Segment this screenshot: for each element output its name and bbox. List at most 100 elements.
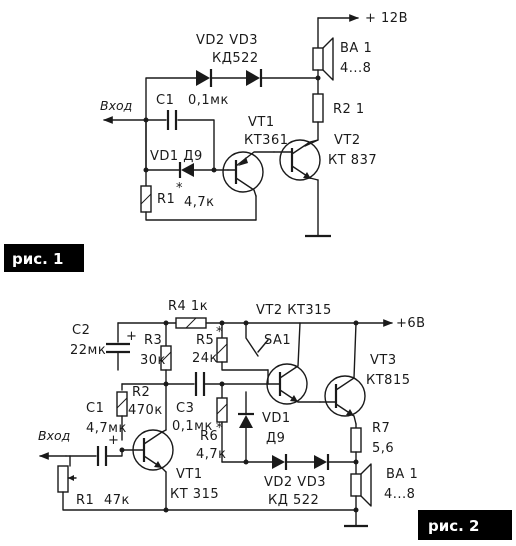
fig2-supply-label: +6В: [396, 316, 426, 331]
fig2-r7-value: 5,6: [372, 441, 394, 456]
fig2-c3-name: С3: [176, 401, 194, 416]
fig2-transistor-vt2: [266, 322, 321, 405]
fig2-junction: [243, 459, 249, 465]
fig2-resistor-r7: [350, 427, 362, 453]
fig1-r2-label: R2 1: [333, 102, 365, 117]
fig1-c1-value: 0,1мк: [188, 93, 229, 108]
figure-2-circuit: R4 1к VT2 КТ315 +6В + С2 22мк R3 30к R5 …: [38, 299, 512, 540]
fig2-c1-name: С1: [86, 401, 104, 416]
fig1-wire-c1-base: [177, 119, 215, 171]
fig2-switch-sa1[interactable]: [245, 322, 269, 357]
fig1-speaker-value: 4...8: [340, 61, 371, 76]
fig2-capacitor-c1: [96, 446, 108, 466]
fig1-wire-r1-bottom: [145, 211, 257, 221]
fig2-vt2-label: VT2 КТ315: [256, 303, 332, 318]
fig1-supply-label: + 12В: [365, 11, 408, 26]
fig2-r6-value: 4,7к: [196, 447, 227, 462]
fig2-speaker-value: 4...8: [384, 487, 415, 502]
fig2-c1-plus: +: [108, 433, 119, 448]
fig1-diode-vd1: [178, 162, 194, 178]
fig2-potentiometer-r1[interactable]: [57, 465, 77, 493]
fig2-wire-c1-right: [105, 449, 123, 457]
fig1-diode-names: VD2 VD3: [196, 33, 258, 48]
fig1-vt1-name: VT1: [248, 115, 275, 130]
figure-1-circuit: + 12В ВА 1 4...8 R2 1 VD2 VD3 КД522: [4, 11, 408, 272]
fig1-vd1-label: VD1 Д9: [150, 149, 203, 164]
fig2-c3-value: 0,1мк: [172, 419, 213, 434]
fig1-speaker-ba1: [312, 37, 334, 81]
fig2-capacitor-c3: [194, 372, 206, 396]
fig2-r3-value: 30к: [140, 353, 166, 368]
fig2-diode-names: VD2 VD3: [264, 475, 326, 490]
fig2-capacitor-c2: [106, 342, 130, 354]
fig1-junction: [315, 75, 321, 81]
fig1-speaker-name: ВА 1: [340, 41, 372, 56]
fig2-transistor-vt3: [319, 322, 366, 425]
fig2-vt1-type: КТ 315: [170, 487, 219, 502]
fig2-wire-r5-bottom: [221, 361, 269, 371]
fig2-r2-name: R2: [132, 385, 150, 400]
fig2-vt1-name: VT1: [176, 467, 203, 482]
fig1-diode-vd3: [246, 69, 263, 87]
fig2-vd1-name: VD1: [262, 411, 291, 426]
fig2-resistor-r4: [175, 317, 207, 329]
fig2-junction: [119, 447, 125, 453]
fig2-junction: [163, 381, 169, 387]
fig2-speaker-ba1: [350, 463, 372, 507]
fig2-r7-name: R7: [372, 421, 390, 436]
fig2-c2-plus: +: [126, 329, 137, 344]
fig2-input-label: Вход: [38, 428, 70, 443]
fig2-sa1-label: SA1: [264, 333, 291, 348]
fig2-speaker-name: ВА 1: [386, 467, 418, 482]
fig2-r2-value: 470к: [128, 403, 163, 418]
fig2-resistor-r2: [116, 391, 128, 417]
fig1-caption: рис. 1: [12, 250, 64, 268]
fig2-r6-mark: *: [216, 421, 223, 436]
fig2-diode-vd2: [272, 454, 288, 470]
fig1-r1-value: 4,7к: [184, 195, 215, 210]
fig2-vd1-type: Д9: [266, 431, 285, 446]
fig2-transistor-vt1: [121, 429, 174, 473]
fig1-diode-type: КД522: [212, 51, 259, 66]
fig2-r4-label: R4 1к: [168, 299, 208, 314]
fig2-junction: [353, 459, 359, 465]
fig2-vt3-name: VТ3: [370, 353, 397, 368]
fig2-junction: [163, 507, 169, 513]
fig1-r1-mark: *: [176, 181, 183, 196]
fig2-caption-box: [418, 510, 512, 540]
fig2-c1-value: 4,7мк: [86, 421, 127, 436]
fig1-c1-name: С1: [156, 93, 174, 108]
fig2-r5-mark: *: [216, 325, 223, 340]
fig2-c2-name: С2: [72, 323, 90, 338]
fig2-r1-name: R1: [76, 493, 94, 508]
fig2-r3-name: R3: [144, 333, 162, 348]
fig1-junction: [211, 167, 217, 173]
fig1-resistor-r1: [140, 185, 152, 213]
fig2-diode-vd1: [238, 412, 254, 428]
fig2-c2-value: 22мк: [70, 343, 106, 358]
fig2-ground-rail: [62, 491, 357, 511]
fig2-r5-value: 24к: [192, 351, 218, 366]
fig1-vt2-type: КТ 837: [328, 153, 377, 168]
fig2-junction: [353, 507, 359, 513]
fig1-vt2-name: VT2: [334, 133, 361, 148]
fig2-r6-name: R6: [200, 429, 218, 444]
fig1-transistor-vt2: [273, 139, 321, 181]
fig2-caption: рис. 2: [428, 517, 480, 535]
fig1-resistor-r2: [312, 93, 324, 123]
fig2-diode-type: КД 522: [268, 493, 319, 508]
fig1-input-label: Вход: [100, 98, 132, 113]
fig1-wire-r2-vt2c: [304, 121, 319, 147]
fig1-diode-vd2: [196, 69, 213, 87]
fig1-capacitor-c1: [166, 110, 178, 130]
fig1-r1-name: R1: [157, 192, 175, 207]
fig1-vt1-type: КТ361: [244, 133, 288, 148]
fig2-vt3-type: КТ815: [366, 373, 410, 388]
fig2-r5-name: R5: [196, 333, 214, 348]
fig2-diode-vd3: [314, 454, 330, 470]
fig2-resistor-r6: [216, 397, 228, 423]
fig1-caption-box: [4, 244, 84, 272]
fig2-r1-value: 47к: [104, 493, 130, 508]
fig1-transistor-vt1: [222, 151, 275, 197]
